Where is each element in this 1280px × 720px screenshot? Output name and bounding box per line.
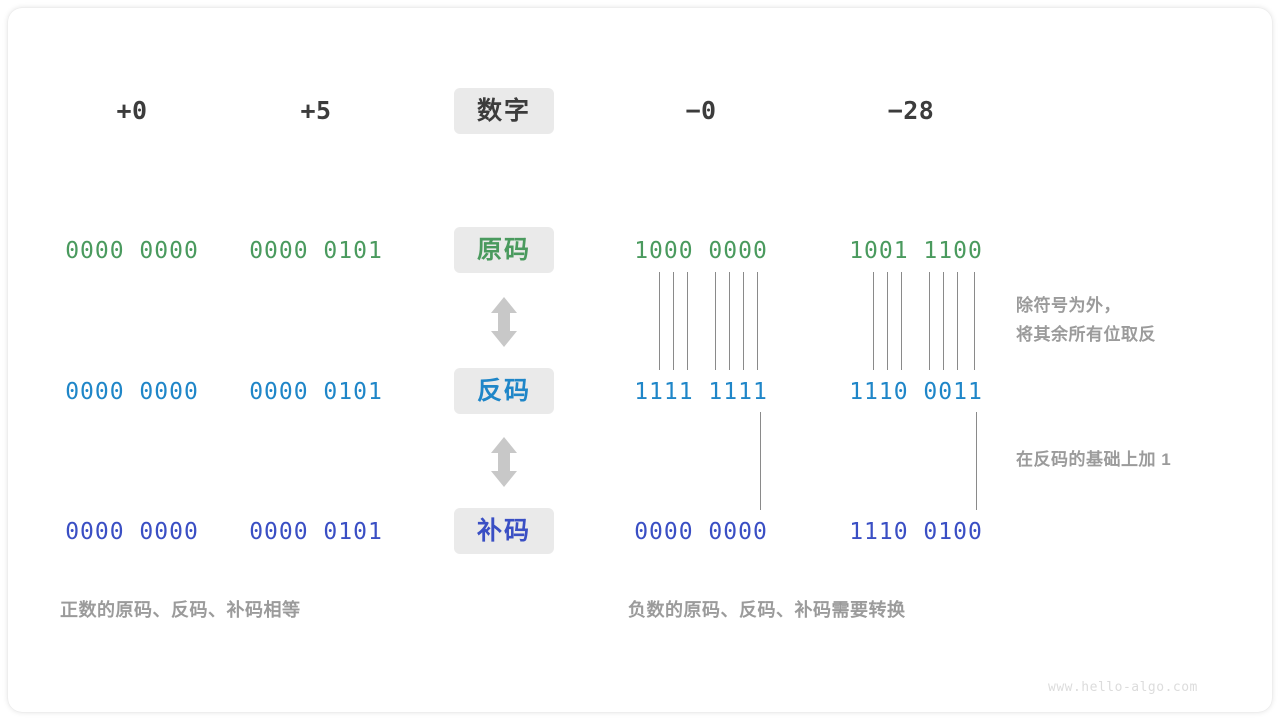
- connector-line-invert-minus-28-bit3: [901, 272, 902, 370]
- double-arrow-icon-sign-to-ones: [489, 296, 519, 353]
- cell-twos-complement-minus-zero: 0000 0000: [634, 519, 768, 545]
- cell-sign-magnitude-plus-five: 0000 0101: [249, 238, 383, 264]
- row-label-ones-complement: 反码: [454, 368, 554, 414]
- caption-negative: 负数的原码、反码、补码需要转换: [628, 600, 906, 620]
- connector-line-invert-minus-zero-bit4: [715, 272, 716, 370]
- connector-line-invert-minus-zero-bit5: [729, 272, 730, 370]
- row-label-twos-complement: 补码: [454, 508, 554, 554]
- cell-ones-complement-plus-zero: 0000 0000: [65, 379, 199, 405]
- connector-line-invert-minus-28-bit7: [974, 272, 975, 370]
- connector-line-invert-minus-28-bit1: [873, 272, 874, 370]
- cell-ones-complement-plus-five: 0000 0101: [249, 379, 383, 405]
- connector-line-invert-minus-28-bit2: [887, 272, 888, 370]
- cell-sign-magnitude-plus-zero: 0000 0000: [65, 238, 199, 264]
- column-header-minus-twentyeight: −28: [887, 96, 935, 125]
- connector-line-addone-minus-28: [976, 412, 977, 510]
- cell-sign-magnitude-minus-zero: 1000 0000: [634, 238, 768, 264]
- row-label-number: 数字: [454, 88, 554, 134]
- cell-sign-magnitude-minus-twentyeight: 1001 1100: [849, 238, 983, 264]
- caption-positive: 正数的原码、反码、补码相等: [60, 600, 301, 620]
- connector-line-invert-minus-28-bit5: [943, 272, 944, 370]
- cell-ones-complement-minus-zero: 1111 1111: [634, 379, 768, 405]
- annotation-invert-bits: 除符号为外， 将其余所有位取反: [1016, 296, 1156, 344]
- connector-line-invert-minus-zero-bit6: [743, 272, 744, 370]
- row-label-sign-magnitude: 原码: [454, 227, 554, 273]
- column-header-minus-zero: −0: [685, 96, 717, 125]
- figure-card: +0 +5 数字 −0 −28 0000 0000 0000 0101 原码 1…: [8, 8, 1272, 712]
- connector-line-addone-minus-zero: [760, 412, 761, 510]
- annotation-add-one: 在反码的基础上加 1: [1016, 450, 1172, 469]
- connector-line-invert-minus-zero-bit3: [687, 272, 688, 370]
- cell-twos-complement-plus-five: 0000 0101: [249, 519, 383, 545]
- connector-line-invert-minus-28-bit4: [929, 272, 930, 370]
- connector-line-invert-minus-28-bit6: [957, 272, 958, 370]
- connector-line-invert-minus-zero-bit2: [673, 272, 674, 370]
- cell-twos-complement-plus-zero: 0000 0000: [65, 519, 199, 545]
- cell-ones-complement-minus-twentyeight: 1110 0011: [849, 379, 983, 405]
- watermark: www.hello-algo.com: [1048, 680, 1198, 695]
- double-arrow-icon-ones-to-twos: [489, 436, 519, 493]
- connector-line-invert-minus-zero-bit7: [757, 272, 758, 370]
- column-header-plus-zero: +0: [116, 96, 148, 125]
- column-header-plus-five: +5: [300, 96, 332, 125]
- connector-line-invert-minus-zero-bit1: [659, 272, 660, 370]
- cell-twos-complement-minus-twentyeight: 1110 0100: [849, 519, 983, 545]
